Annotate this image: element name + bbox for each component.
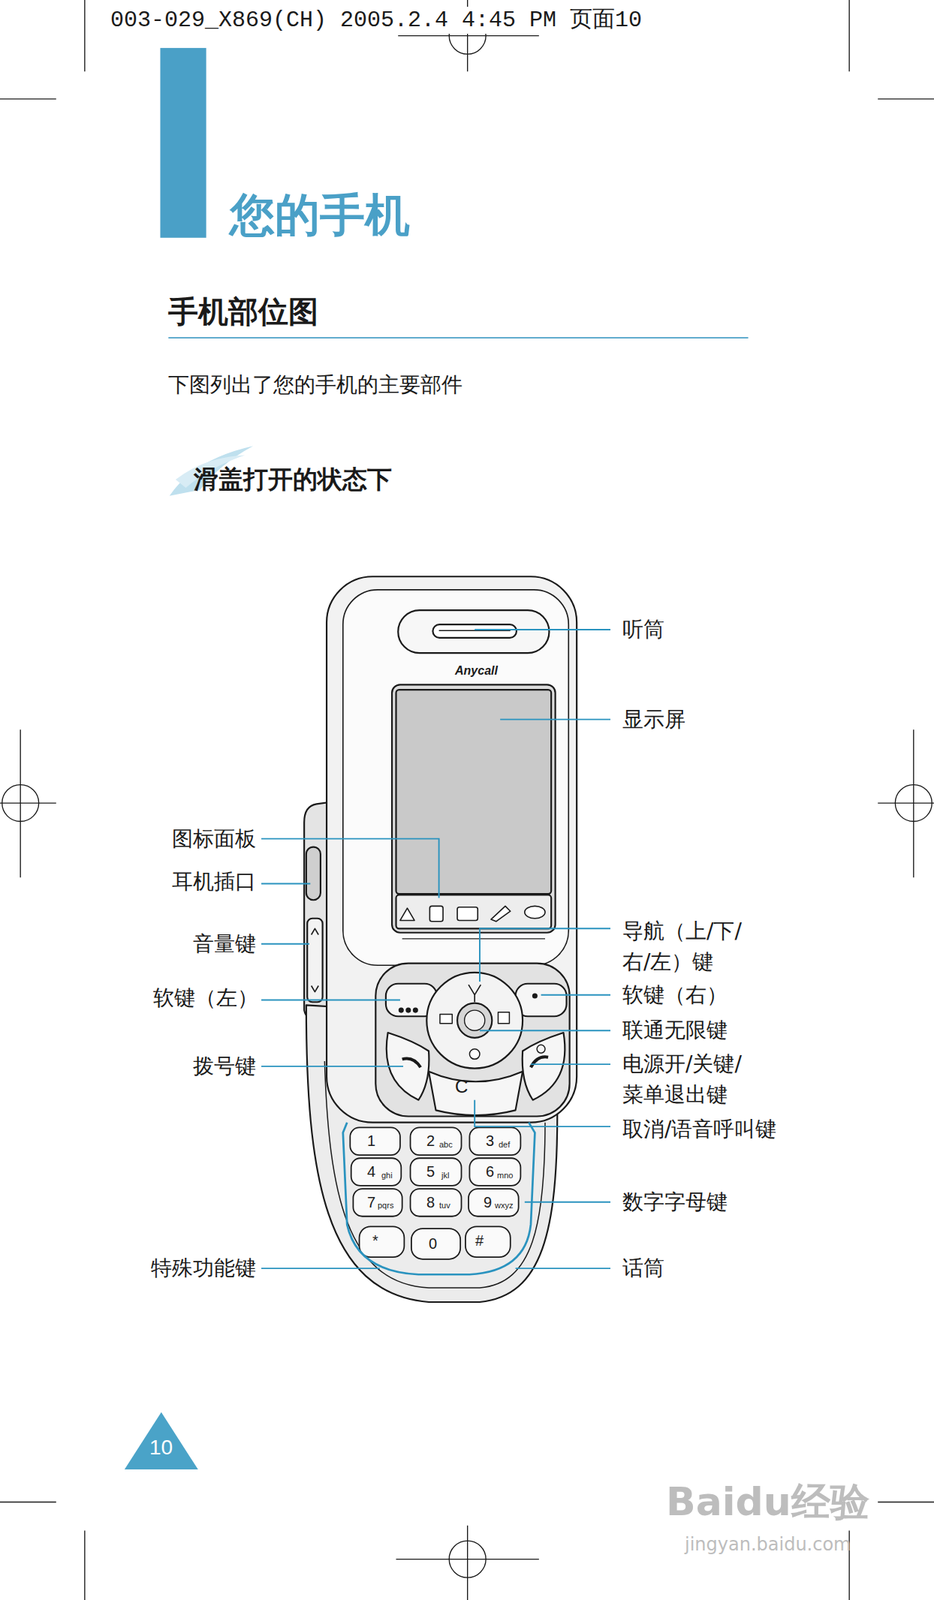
key-letters: def xyxy=(498,1140,510,1151)
key-letters: tuv xyxy=(439,1201,451,1212)
part-label: 软键（右） xyxy=(622,982,728,1009)
part-label: 拨号键 xyxy=(192,1054,257,1080)
key-letters: mno xyxy=(497,1171,513,1182)
key-letters: ghi xyxy=(381,1171,393,1182)
key-symbol: # xyxy=(475,1232,484,1251)
key-number: 0 xyxy=(428,1235,437,1254)
key-number: 6 xyxy=(485,1162,495,1182)
part-label: 电源开/关键/菜单退出键 xyxy=(622,1049,751,1111)
part-label: 软键（左） xyxy=(153,985,259,1012)
watermark: Baidu经验 xyxy=(665,1479,870,1526)
key-letters: wxyz xyxy=(494,1201,513,1212)
intro-text: 下图列出了您的手机的主要部件 xyxy=(168,372,463,398)
key-number: 1 xyxy=(367,1132,376,1151)
part-label: 话筒 xyxy=(622,1256,665,1282)
key-number: 5 xyxy=(426,1162,435,1182)
key-letter: C xyxy=(454,1076,468,1099)
part-label: 数字字母键 xyxy=(622,1190,728,1216)
key-letters: jkl xyxy=(441,1171,449,1182)
section-heading: 手机部位图 xyxy=(168,293,319,330)
part-label: 联通无限键 xyxy=(622,1018,728,1044)
page-number: 10 xyxy=(149,1435,173,1462)
brand-logo: Anycall xyxy=(454,663,498,678)
part-label: 音量键 xyxy=(192,931,257,958)
key-symbol: * xyxy=(372,1232,379,1251)
part-label: 取消/语音呼叫键 xyxy=(622,1117,777,1143)
key-number: 4 xyxy=(367,1162,376,1182)
key-number: 8 xyxy=(426,1193,435,1212)
key-number: 2 xyxy=(426,1132,435,1151)
part-label: 导航（上/下/右/左）键 xyxy=(622,916,751,978)
sub-heading: 滑盖打开的状态下 xyxy=(193,464,392,495)
watermark: jingyan.baidu.com xyxy=(684,1534,851,1557)
key-number: 3 xyxy=(485,1132,495,1151)
part-label: 显示屏 xyxy=(622,707,686,733)
key-letters: abc xyxy=(439,1140,453,1151)
print-header: 003-029_X869(CH) 2005.2.4 4:45 PM 页面10 xyxy=(108,6,645,34)
part-label: 特殊功能键 xyxy=(150,1256,257,1282)
key-number: 7 xyxy=(367,1193,376,1212)
key-letters: pqrs xyxy=(377,1201,394,1212)
key-number: 9 xyxy=(483,1193,492,1212)
part-label: 听筒 xyxy=(622,617,665,643)
part-label: 耳机插口 xyxy=(171,869,257,895)
part-label: 图标面板 xyxy=(171,826,257,853)
page-title: 您的手机 xyxy=(229,187,410,242)
